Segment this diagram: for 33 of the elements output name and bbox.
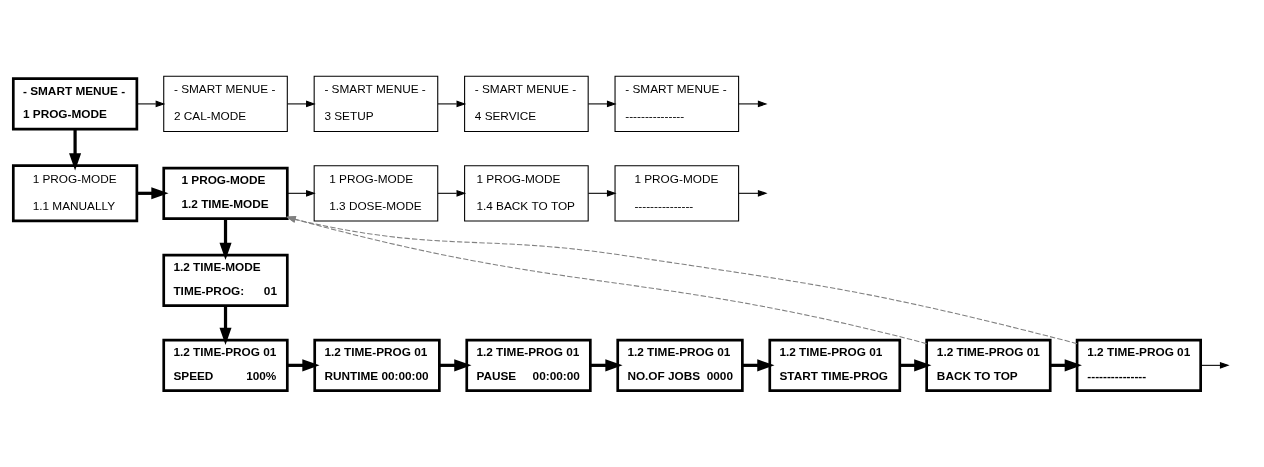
- node-box: - SMART MENUE - 1 PROG-MODE: [11, 77, 138, 131]
- arrow: [219, 305, 232, 345]
- node-box: 1.2 TIME-PROG 01 RUNTIME 00:00:00: [312, 338, 441, 392]
- node-box: 1.2 TIME-PROG 01 START TIME-PROG: [767, 338, 901, 392]
- arrow: [219, 218, 232, 261]
- node-box: 1 PROG-MODE 1.2 TIME-MODE: [161, 166, 289, 220]
- node-box: 1 PROG-MODE ---------------: [614, 165, 739, 222]
- arrow: [285, 216, 927, 345]
- arrow: [285, 216, 1078, 345]
- node-box: 1.2 TIME-PROG 01 ---------------: [1075, 338, 1202, 392]
- node-box: - SMART MENUE - ---------------: [614, 75, 739, 133]
- arrow: [286, 100, 316, 108]
- arrow: [436, 100, 466, 108]
- node-box: 1.2 TIME-PROG 01 PAUSE 00:00:00: [464, 338, 592, 392]
- arrow: [68, 129, 81, 171]
- arrow: [587, 189, 617, 197]
- node-box: 1.2 TIME-MODE TIME-PROG: 01: [161, 253, 289, 308]
- node-box: - SMART MENUE - 3 SETUP: [313, 75, 438, 133]
- node-box: 1.2 TIME-PROG 01 SPEED 100%: [161, 338, 289, 392]
- arrow: [1199, 361, 1230, 369]
- arrow: [737, 189, 768, 197]
- node-box: 1 PROG-MODE 1.3 DOSE-MODE: [313, 165, 438, 222]
- arrow: [136, 100, 165, 108]
- arrow: [737, 100, 768, 108]
- node-box: 1.2 TIME-PROG 01 BACK TO TOP: [924, 338, 1052, 392]
- arrow: [436, 189, 466, 197]
- node-box: - SMART MENUE - 2 CAL-MODE: [162, 75, 288, 133]
- node-box: 1.2 TIME-PROG 01 NO.OF JOBS 0000: [615, 338, 744, 392]
- arrow: [587, 100, 617, 108]
- arrow: [286, 189, 316, 197]
- node-box: 1 PROG-MODE 1.1 MANUALLY: [11, 164, 138, 223]
- node-box: - SMART MENUE - 4 SERVICE: [463, 75, 589, 133]
- node-box: 1 PROG-MODE 1.4 BACK TO TOP: [463, 165, 589, 222]
